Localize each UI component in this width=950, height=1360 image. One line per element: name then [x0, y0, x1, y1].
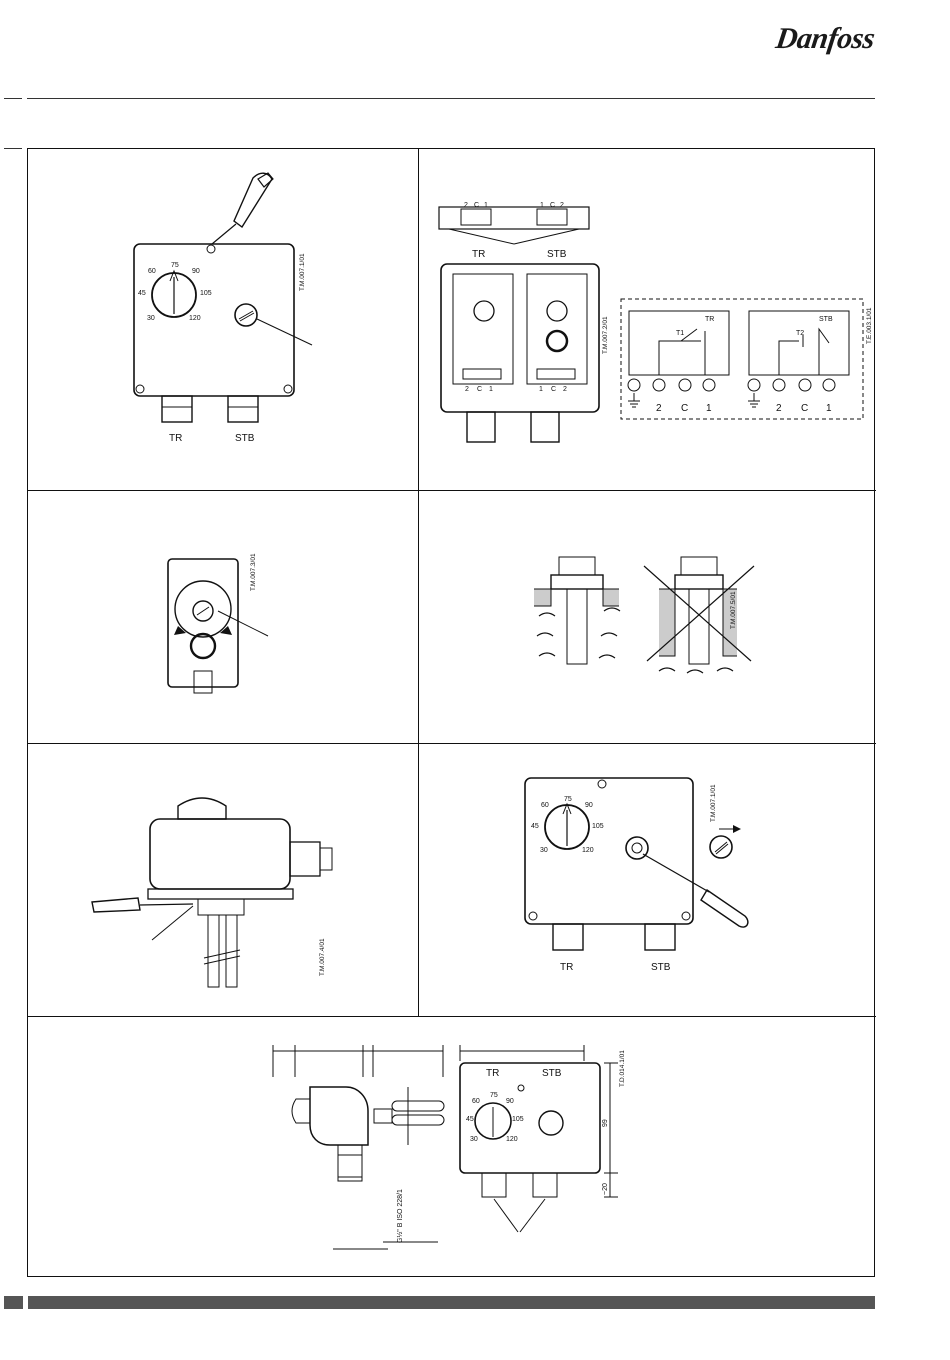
- dim-height: 99: [602, 1119, 609, 1127]
- top-term-r-1: C: [550, 202, 555, 209]
- side-view-drawing: T.M.007.4/01: [28, 744, 419, 1017]
- dial-90: 90: [585, 802, 593, 809]
- panel-side-view: T.M.007.4/01: [28, 744, 419, 1017]
- wiring-right-term-0: 2: [776, 403, 782, 414]
- dial-insert-drawing: T.M.007.3/01: [28, 491, 419, 744]
- top-term-r-2: 2: [560, 202, 564, 209]
- dimensions-drawing: G½" B ISO 228/1 TR STB 75 60 90 45 105 3…: [28, 1017, 876, 1276]
- wiring-left-t: T1: [676, 330, 684, 337]
- dim-dial-45: 45: [466, 1116, 474, 1123]
- drawing-code: T.M.007.1/01: [299, 253, 306, 291]
- reset-drawing: 75 60 90 45 105 30 120 TR STB T.M.007.1/…: [419, 744, 876, 1017]
- wiring-drawing: 2 C 1 1 C 2 TR STB 2 C 1 1 C 2: [419, 149, 876, 491]
- figure-frame: 75 60 90 45 105 30 120 TR STB T.M.007.1/…: [27, 148, 875, 1277]
- wiring-left-term-2: 1: [706, 403, 712, 414]
- dial-75: 75: [564, 796, 572, 803]
- dial-30: 30: [540, 847, 548, 854]
- label-tr: TR: [560, 962, 573, 973]
- dim-dial-60: 60: [472, 1098, 480, 1105]
- panel-reset: 75 60 90 45 105 30 120 TR STB T.M.007.1/…: [419, 744, 876, 1017]
- wiring-right-term-1: C: [801, 403, 808, 414]
- bottom-term-l-2: 1: [489, 386, 493, 393]
- dial-105: 105: [200, 290, 212, 297]
- dial-75: 75: [171, 262, 179, 269]
- header-rule-tick: [4, 98, 22, 99]
- wiring-right-title: STB: [819, 316, 833, 323]
- reset-code: T.M.007.1/01: [710, 784, 717, 822]
- wiring-left-term-1: C: [681, 403, 688, 414]
- bottom-term-r-2: 2: [563, 386, 567, 393]
- frame-tick: [4, 148, 22, 149]
- label-stb: STB: [547, 249, 567, 260]
- wiring-left-term-0: 2: [656, 403, 662, 414]
- panel-sensor-mounting: T.M.007.5/01: [419, 491, 876, 744]
- sensor-code: T.M.007.5/01: [730, 591, 737, 629]
- thread-label: G½" B ISO 228/1: [396, 1189, 404, 1243]
- dial-60: 60: [148, 268, 156, 275]
- bottom-term-l-1: C: [477, 386, 482, 393]
- sensor-mounting-drawing: T.M.007.5/01: [419, 491, 876, 744]
- dial-insert-code: T.M.007.3/01: [250, 553, 257, 591]
- dimensions-code: T.D.014.1/01: [619, 1050, 626, 1087]
- wiring-left-title: TR: [705, 316, 714, 323]
- side-view-code: T.M.007.4/01: [319, 938, 326, 976]
- wiring-right-term-2: 1: [826, 403, 832, 414]
- label-stb: STB: [235, 433, 255, 444]
- top-term-l-1: C: [474, 202, 479, 209]
- dim-dial-90: 90: [506, 1098, 514, 1105]
- wiring-code: T.E.003.1/01: [866, 307, 873, 344]
- device-drawing: 75 60 90 45 105 30 120 TR STB T.M.007.1/…: [28, 149, 419, 491]
- dial-30: 30: [147, 315, 155, 322]
- footer-bar: [28, 1296, 875, 1309]
- dim-dial-30: 30: [470, 1136, 478, 1143]
- dial-105: 105: [592, 823, 604, 830]
- bottom-term-l-0: 2: [465, 386, 469, 393]
- panel-dimensions: G½" B ISO 228/1 TR STB 75 60 90 45 105 3…: [28, 1017, 876, 1276]
- dim-label-stb: STB: [542, 1068, 562, 1079]
- bottom-term-r-0: 1: [539, 386, 543, 393]
- panel-device-top: 75 60 90 45 105 30 120 TR STB T.M.007.1/…: [28, 149, 419, 491]
- label-stb: STB: [651, 962, 671, 973]
- dial-45: 45: [531, 823, 539, 830]
- top-term-l-0: 2: [464, 202, 468, 209]
- dim-dial-75: 75: [490, 1092, 498, 1099]
- dial-90: 90: [192, 268, 200, 275]
- label-tr: TR: [472, 249, 485, 260]
- dim-small: ~20: [602, 1183, 609, 1195]
- panel-dial-insert: T.M.007.3/01: [28, 491, 419, 744]
- dim-label-tr: TR: [486, 1068, 499, 1079]
- header-rule: [27, 98, 875, 99]
- bottom-term-r-1: C: [551, 386, 556, 393]
- dial-120: 120: [582, 847, 594, 854]
- dial-120: 120: [189, 315, 201, 322]
- dial-45: 45: [138, 290, 146, 297]
- panel-wiring: 2 C 1 1 C 2 TR STB 2 C 1 1 C 2: [419, 149, 876, 491]
- label-tr: TR: [169, 433, 182, 444]
- device-code: T.M.007.2/01: [602, 316, 609, 354]
- dial-60: 60: [541, 802, 549, 809]
- footer-square: [4, 1296, 23, 1309]
- danfoss-logo: Danfoss: [774, 22, 877, 56]
- top-term-r-0: 1: [540, 202, 544, 209]
- dim-dial-120: 120: [506, 1136, 518, 1143]
- dim-dial-105: 105: [512, 1116, 524, 1123]
- top-term-l-2: 1: [484, 202, 488, 209]
